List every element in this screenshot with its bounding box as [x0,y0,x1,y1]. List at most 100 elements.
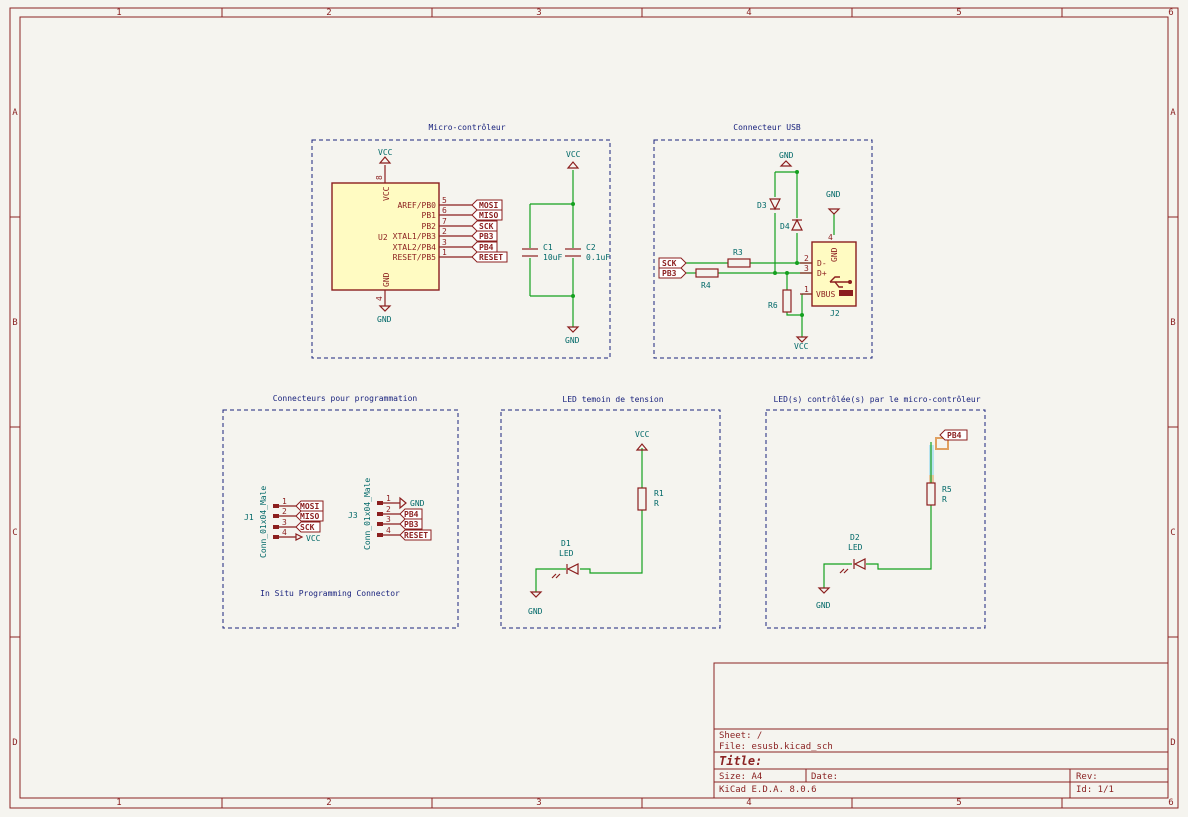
u2-vcc-pin-num: 8 [375,175,384,180]
resistor-r4[interactable]: R4 [695,268,719,290]
title-block: Sheet: / File: esusb.kicad_sch Title: Si… [713,662,1169,799]
row-label-b: B [12,318,17,328]
net-label-pb4-j3-text: PB4 [404,510,419,519]
col-label-6: 6 [1168,8,1173,18]
col-label-3-bottom: 3 [536,798,541,808]
u2-gnd-pin-num: 4 [375,296,384,301]
usb-block: GND D3 D4 R3 R4 R6 SCK PB3 [658,151,857,351]
col-label-2-bottom: 2 [326,798,331,808]
j1-num-4: 4 [282,528,287,537]
u2-ref: U2 [378,233,388,242]
net-label-sck-j1[interactable]: SCK [295,521,321,533]
j3-gnd-symbol[interactable]: GND [399,496,425,510]
net-label-sck[interactable]: SCK [471,220,498,232]
u2-pin-name-aref-pb0: AREF/PB0 [397,201,436,210]
connector-j3[interactable]: 1 2 3 4 J3 Conn_01x04_Male [348,478,400,550]
net-label-mosi[interactable]: MOSI [471,199,503,211]
net-label-sck-text: SCK [479,222,494,231]
net-label-mosi-j1[interactable]: MOSI [295,500,324,512]
usb-gnd-top-symbol[interactable]: GND [779,151,794,167]
tb-date: Date: [811,772,838,782]
connector-j1[interactable]: 1 2 3 4 J1 Conn_01x04_Male [244,486,296,558]
u2-pin-num-7: 7 [442,217,447,226]
d1-value: LED [559,549,574,558]
usb-connector-j2[interactable]: D- D+ VBUS GND 2 3 1 4 J2 [800,233,857,318]
u2-pin-name-xtal1-pb3: XTAL1/PB3 [393,232,437,241]
led-power-block: VCC R1 R D1 LED GND [528,430,664,616]
frame: 1 2 3 4 5 6 1 2 3 4 5 6 A B C D A B C D [9,7,1179,809]
net-label-miso[interactable]: MISO [471,209,503,221]
net-label-reset-text: RESET [479,253,503,262]
led-mcu-gnd-symbol[interactable]: GND [816,587,831,610]
usb-gnd-right-text: GND [826,190,841,199]
u2-gnd-symbol[interactable]: GND [377,305,392,324]
c1-ref: C1 [543,243,553,252]
capacitor-c1[interactable]: C1 10uF [522,243,562,262]
diode-d3[interactable]: D3 [757,198,781,211]
tb-id: Id: 1/1 [1076,785,1114,795]
r5-value: R [942,495,947,504]
block-title-mcu: Micro-contrôleur [428,122,505,132]
net-label-pb4[interactable]: PB4 [471,241,498,253]
net-label-pb4-led-text: PB4 [947,431,962,440]
prog-block: 1 2 3 4 J1 Conn_01x04_Male MOSI MISO SCK… [244,478,432,598]
net-label-pb3-usb[interactable]: PB3 [658,267,687,279]
led-power-vcc-symbol[interactable]: VCC [635,430,650,451]
resistor-r3[interactable]: R3 [727,248,751,268]
led-power-gnd-text: GND [528,607,543,616]
u2-gnd-pin-name: GND [382,272,391,287]
net-label-pb4-j3[interactable]: PB4 [399,508,423,520]
led-d2[interactable]: D2 LED [839,533,866,574]
cap-gnd-symbol[interactable]: GND [565,326,580,345]
c2-value: 0.1uF [586,253,610,262]
net-label-reset[interactable]: RESET [471,251,508,263]
net-label-mosi-text: MOSI [479,201,498,210]
row-label-d-right: D [1170,738,1175,748]
net-label-sck-usb[interactable]: SCK [658,257,687,269]
u2-gnd-text: GND [377,315,392,324]
usb-gnd-right-symbol[interactable]: GND [826,190,841,215]
r6-ref: R6 [768,301,778,310]
u2-symbol[interactable]: VCC 8 GND 4 U2 AREF/PB0 PB1 PB2 XTAL1/PB… [331,165,472,306]
cap-vcc-symbol[interactable]: VCC [566,150,581,169]
resistor-r5[interactable]: R5 R [926,482,952,506]
j3-num-4: 4 [386,526,391,535]
j1-vcc-symbol[interactable]: VCC [295,533,321,543]
net-label-reset-j3[interactable]: RESET [399,529,432,541]
led-mcu-block: PB4 R5 R D2 LED GND [816,429,968,610]
col-label-4-bottom: 4 [746,798,751,808]
net-label-pb4-led[interactable]: PB4 [939,429,968,441]
r4-ref: R4 [701,281,711,290]
u2-pin-num-3: 3 [442,238,447,247]
diode-d4[interactable]: D4 [780,218,803,231]
row-label-a: A [12,108,18,118]
u2-pin-name-xtal2-pb4: XTAL2/PB4 [393,243,437,252]
j2-pin-gnd: GND [830,247,839,262]
net-label-pb3[interactable]: PB3 [471,230,498,242]
led-power-gnd-symbol[interactable]: GND [528,591,543,616]
net-label-pb3-usb-text: PB3 [662,269,677,278]
u2-vcc-symbol[interactable]: VCC [378,148,393,164]
cap-gnd-text: GND [565,336,580,345]
j2-num-4: 4 [828,233,833,242]
usb-vcc-text: VCC [794,342,809,351]
net-label-miso-j1[interactable]: MISO [295,510,324,522]
net-label-pb3-j3-text: PB3 [404,520,419,529]
net-label-pb3-j3[interactable]: PB3 [399,518,423,530]
tb-file: File: esusb.kicad_sch [719,742,833,752]
resistor-r6[interactable]: R6 [768,289,792,313]
resistor-r1[interactable]: R1 R [637,487,664,511]
mcu-block: VCC 8 GND 4 U2 AREF/PB0 PB1 PB2 XTAL1/PB… [331,148,610,345]
u2-pin-name-reset-pb5: RESET/PB5 [393,253,437,262]
usb-vcc-symbol[interactable]: VCC [794,336,809,351]
led-mcu-gnd-text: GND [816,601,831,610]
led-power-vcc-text: VCC [635,430,650,439]
led-d1[interactable]: D1 LED [551,539,579,579]
capacitor-c2[interactable]: C2 0.1uF [565,243,610,262]
block-title-led-power: LED temoin de tension [562,395,663,404]
tb-sheet: Sheet: / [719,731,762,741]
u2-vcc-text: VCC [378,148,393,157]
tb-tool: KiCad E.D.A. 8.0.6 [719,785,817,795]
col-label-3: 3 [536,8,541,18]
